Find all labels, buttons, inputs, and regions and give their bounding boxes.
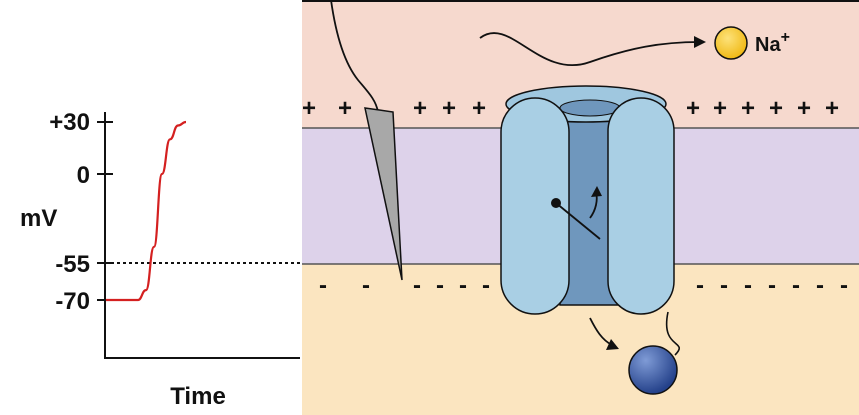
positive-charge: +	[797, 95, 811, 122]
negative-charge: -	[362, 272, 370, 299]
positive-charge: +	[769, 95, 783, 122]
action-potential-trace	[106, 122, 186, 300]
inactivation-ball-icon	[629, 346, 677, 394]
sodium-channel	[501, 86, 674, 314]
negative-charge: -	[482, 272, 490, 299]
positive-charge: +	[825, 95, 839, 122]
negative-charge: -	[840, 272, 848, 299]
membrane-diagram: +++++++++++ ------------- Na+	[302, 0, 859, 415]
negative-charge: -	[459, 272, 467, 299]
channel-subunit-right	[608, 98, 674, 314]
positive-charge: +	[302, 95, 316, 122]
membrane-potential-graph: +30 0 -55 -70 mV Time	[20, 109, 303, 410]
positive-charge: +	[713, 95, 727, 122]
negative-charge: -	[744, 272, 752, 299]
positive-charge: +	[472, 95, 486, 122]
positive-charge: +	[442, 95, 456, 122]
negative-charge: -	[696, 272, 704, 299]
x-axis-label: Time	[170, 383, 226, 410]
positive-charge: +	[413, 95, 427, 122]
y-tick-label: -55	[55, 251, 90, 278]
channel-pore-opening	[560, 100, 620, 116]
negative-charge: -	[816, 272, 824, 299]
negative-charge: -	[768, 272, 776, 299]
y-axis-label: mV	[20, 205, 57, 232]
positive-charge: +	[686, 95, 700, 122]
positive-charge: +	[338, 95, 352, 122]
y-tick-label: +30	[49, 109, 90, 136]
negative-charge: -	[413, 272, 421, 299]
negative-charge: -	[319, 272, 327, 299]
negative-charge: -	[792, 272, 800, 299]
negative-charge: -	[436, 272, 444, 299]
positive-charge: +	[741, 95, 755, 122]
y-tick-label: 0	[77, 162, 90, 189]
y-tick-label: -70	[55, 288, 90, 315]
negative-charge: -	[720, 272, 728, 299]
sodium-ion-icon	[715, 27, 747, 59]
